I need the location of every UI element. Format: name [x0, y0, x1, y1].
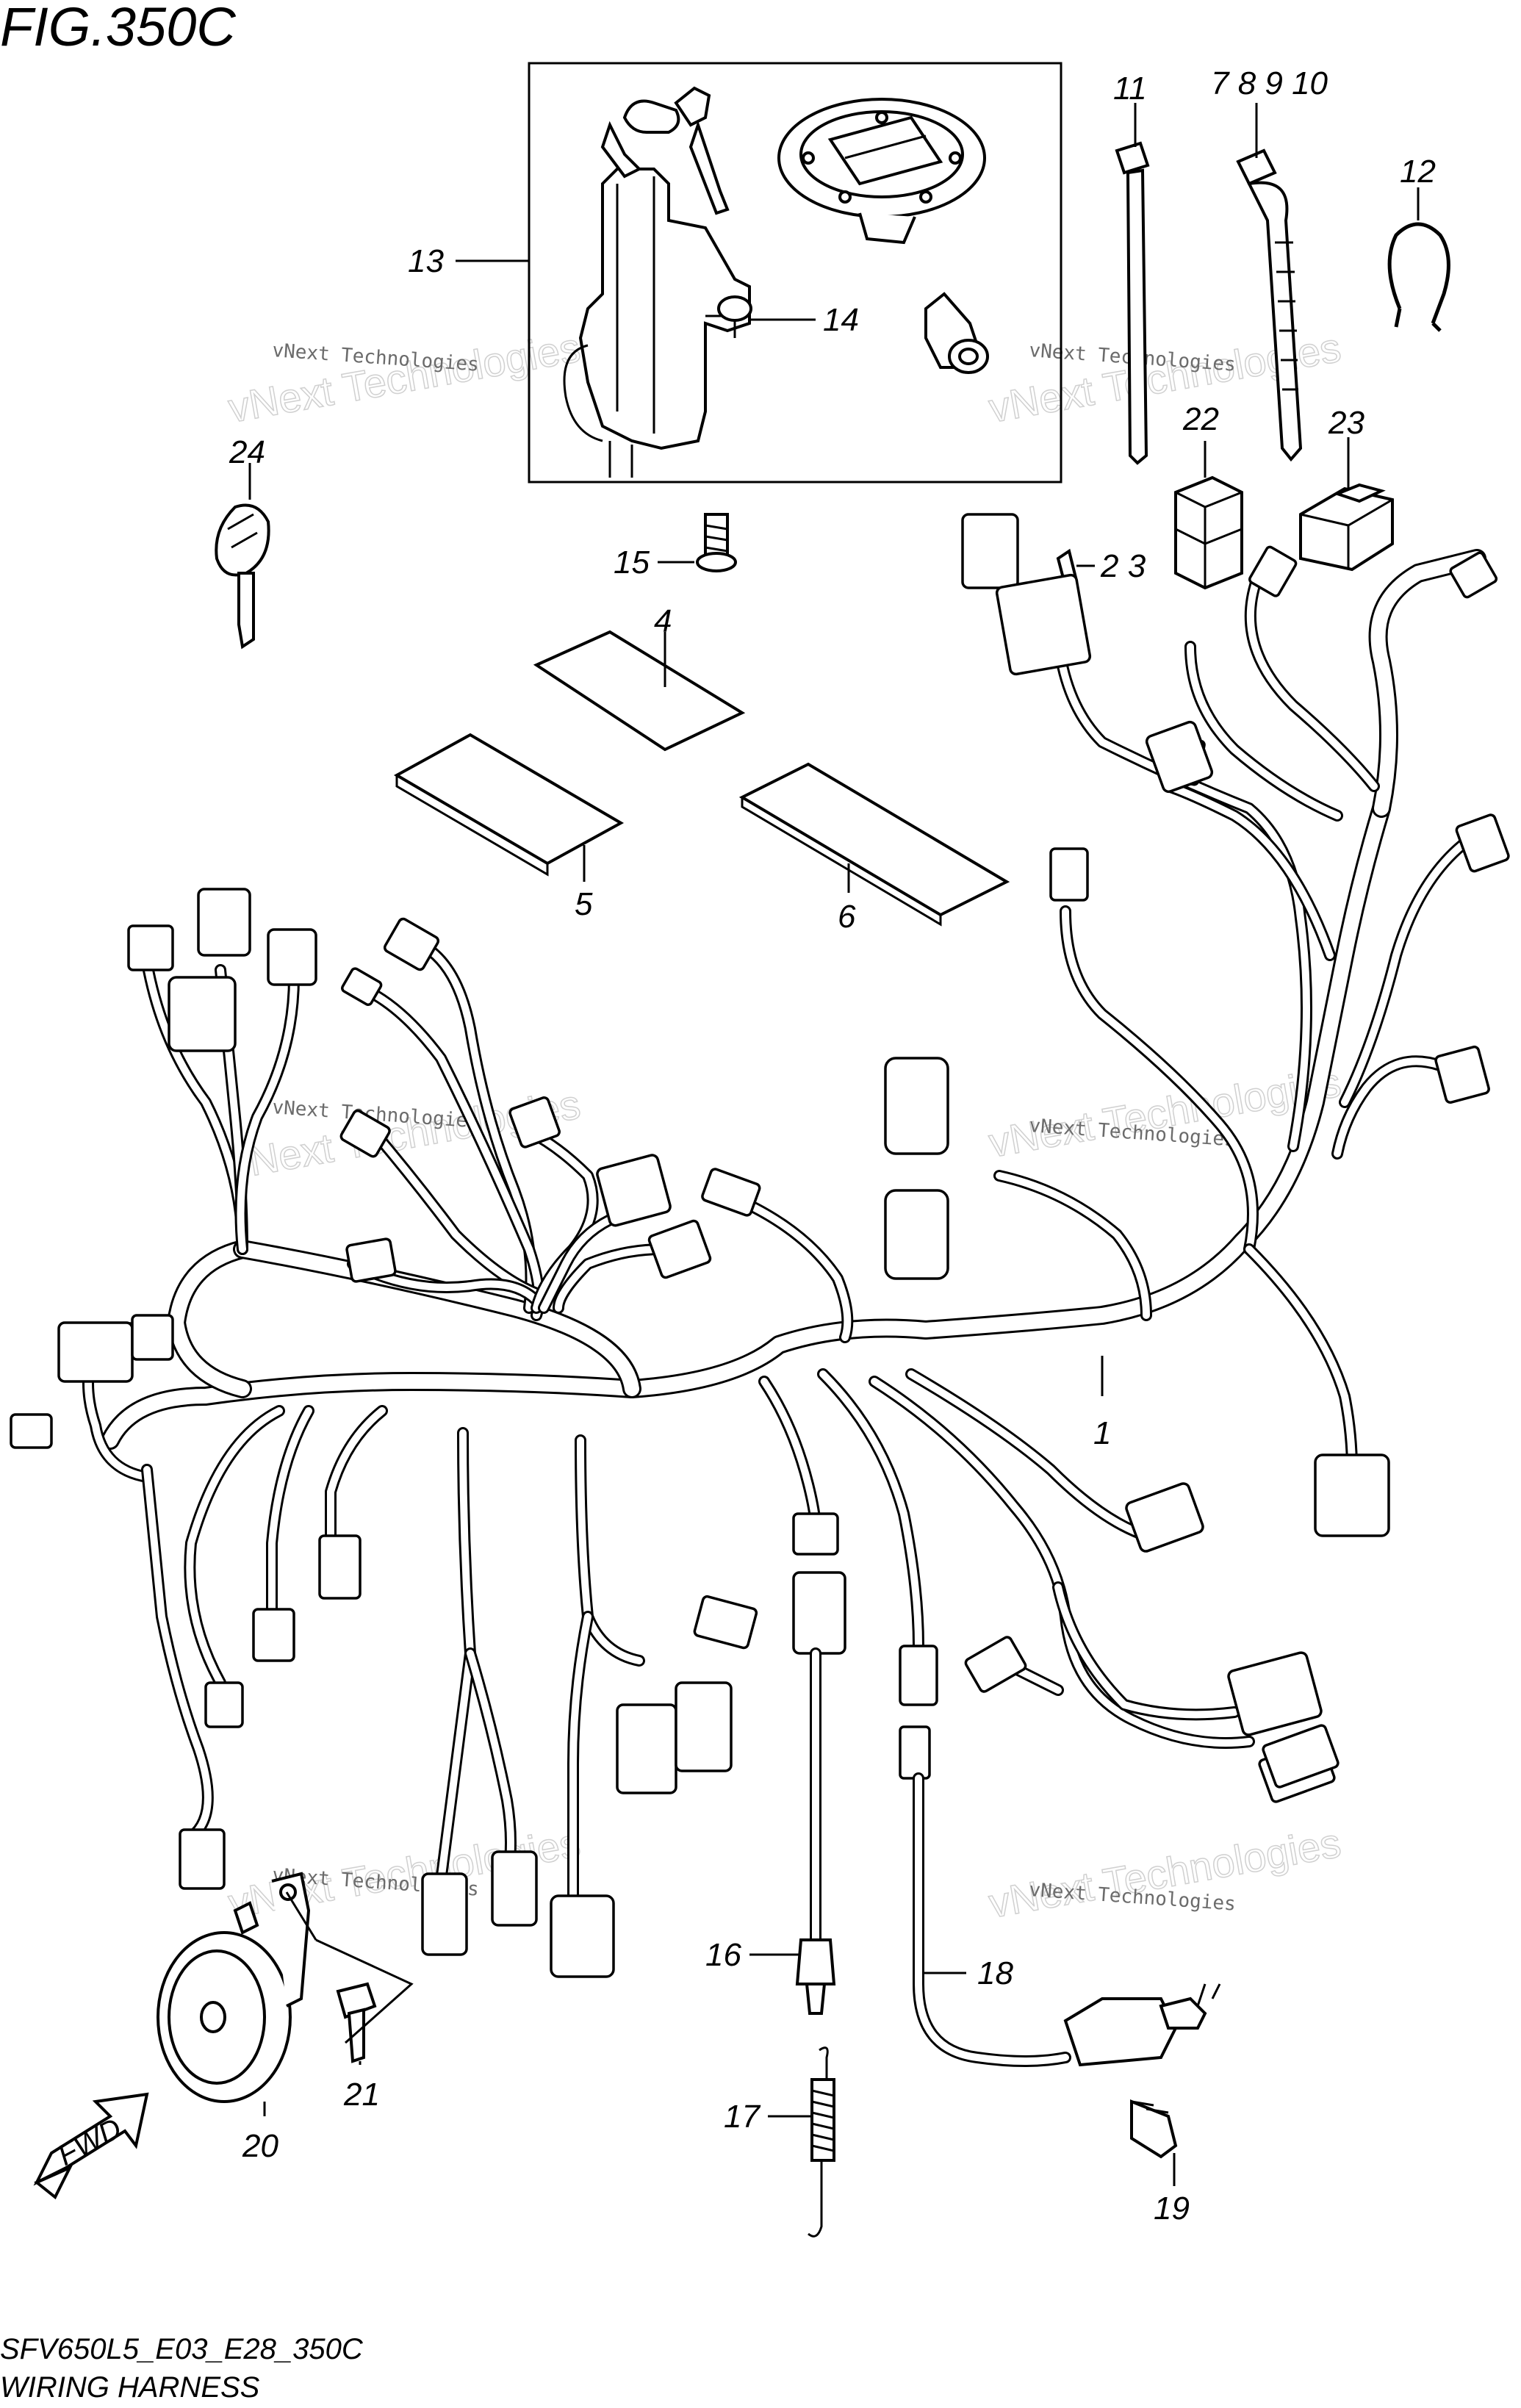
connector	[1049, 847, 1089, 902]
connector	[899, 1725, 931, 1780]
connector	[884, 1189, 949, 1280]
cable-tie-7-10	[1236, 148, 1303, 462]
callout-15: 15	[614, 545, 650, 581]
harness-connectors	[10, 513, 1510, 1978]
callout-11: 11	[1113, 71, 1147, 107]
callout-5: 5	[575, 886, 593, 922]
screw-15	[696, 513, 737, 572]
connector	[792, 1512, 839, 1556]
callout-6: 6	[838, 899, 856, 935]
callout-1: 1	[1093, 1415, 1111, 1451]
connector	[1248, 545, 1298, 597]
ignition-switch	[563, 86, 752, 478]
connector	[508, 1096, 561, 1149]
callout-16: 16	[705, 1937, 741, 1973]
label-sheet-6	[738, 762, 1010, 927]
connector	[267, 928, 317, 986]
connector	[197, 888, 251, 957]
connector	[884, 1057, 949, 1155]
connector	[57, 1321, 134, 1383]
callout-17: 17	[724, 2099, 760, 2135]
callout-21: 21	[343, 2077, 380, 2113]
callouts: 13 14 15 24 4 5 6 11 7 8 9 10 12 22 23	[229, 65, 1436, 2226]
cable-tie-11	[1115, 141, 1150, 465]
watermark-6: vNext Technologies vNext Technologies	[985, 1819, 1345, 1927]
connector	[899, 1645, 938, 1706]
connector	[341, 967, 383, 1007]
model-code: SFV650L5_E03_E28_350C	[0, 2333, 364, 2365]
connector	[792, 1571, 846, 1655]
section-name: WIRING HARNESS	[0, 2371, 260, 2404]
connector	[1449, 551, 1498, 599]
connector	[995, 573, 1092, 676]
connector	[318, 1534, 362, 1600]
connector	[1434, 1045, 1490, 1104]
callout-4: 4	[654, 603, 672, 639]
relay-23	[1299, 483, 1394, 572]
callout-20: 20	[242, 2128, 278, 2164]
fwd-arrow-label: FWD	[53, 2112, 127, 2172]
main-wiring-harness	[101, 549, 1486, 1450]
connector	[693, 1595, 758, 1650]
ignition-set-frame	[528, 62, 1062, 484]
callout-13: 13	[408, 243, 444, 279]
harness-branch-wires	[82, 575, 1468, 1902]
callout-22: 22	[1182, 401, 1219, 437]
connector	[596, 1154, 672, 1227]
connector	[964, 1636, 1027, 1693]
connector	[491, 1850, 538, 1927]
connector	[204, 1681, 244, 1728]
connector	[10, 1413, 53, 1449]
connector	[131, 1314, 174, 1361]
connector	[1455, 813, 1510, 873]
callout-24: 24	[229, 434, 265, 470]
clamp-12	[1387, 222, 1450, 332]
callout-19: 19	[1154, 2190, 1190, 2226]
connector	[675, 1681, 733, 1772]
connector	[1145, 720, 1214, 794]
connector	[421, 1872, 468, 1956]
connector	[961, 513, 1019, 589]
callout-23: 23	[1328, 405, 1364, 441]
connector	[345, 1237, 397, 1283]
spring-17	[808, 2046, 835, 2238]
connector	[701, 1168, 761, 1217]
connector	[616, 1703, 677, 1794]
connector	[1227, 1651, 1323, 1736]
connector	[1125, 1482, 1204, 1553]
connector	[252, 1608, 295, 1662]
callout-18: 18	[977, 1955, 1013, 1991]
key-24	[215, 503, 270, 650]
connector	[383, 917, 440, 971]
figure-title: FIG.350C	[0, 0, 236, 57]
ignition-switch-set	[528, 62, 1062, 484]
connector	[1262, 1724, 1340, 1789]
rear-brake-switch-18	[913, 1772, 1221, 2067]
fwd-arrow: FWD	[33, 2092, 149, 2200]
fuel-tank-cap	[777, 98, 986, 245]
relay-22	[1174, 475, 1243, 590]
connector	[127, 924, 174, 971]
connector	[550, 1894, 615, 1978]
screw-19	[1130, 2099, 1178, 2159]
horn-20	[157, 1872, 311, 2103]
neutral-switch-16	[795, 1647, 836, 2015]
callout-12: 12	[1400, 154, 1436, 190]
label-sheet-4	[533, 630, 746, 752]
seat-lock-cylinder	[924, 292, 989, 374]
bolt-21	[285, 1891, 414, 2063]
connector	[179, 1828, 226, 1890]
connector	[339, 1109, 391, 1158]
callout-2-3: 2 3	[1100, 548, 1146, 584]
connector	[168, 976, 237, 1052]
callout-14: 14	[823, 302, 859, 338]
label-sheet-5	[393, 733, 625, 877]
connector	[1314, 1453, 1390, 1537]
callout-7-10: 7 8 9 10	[1211, 65, 1328, 101]
connector	[647, 1219, 712, 1279]
